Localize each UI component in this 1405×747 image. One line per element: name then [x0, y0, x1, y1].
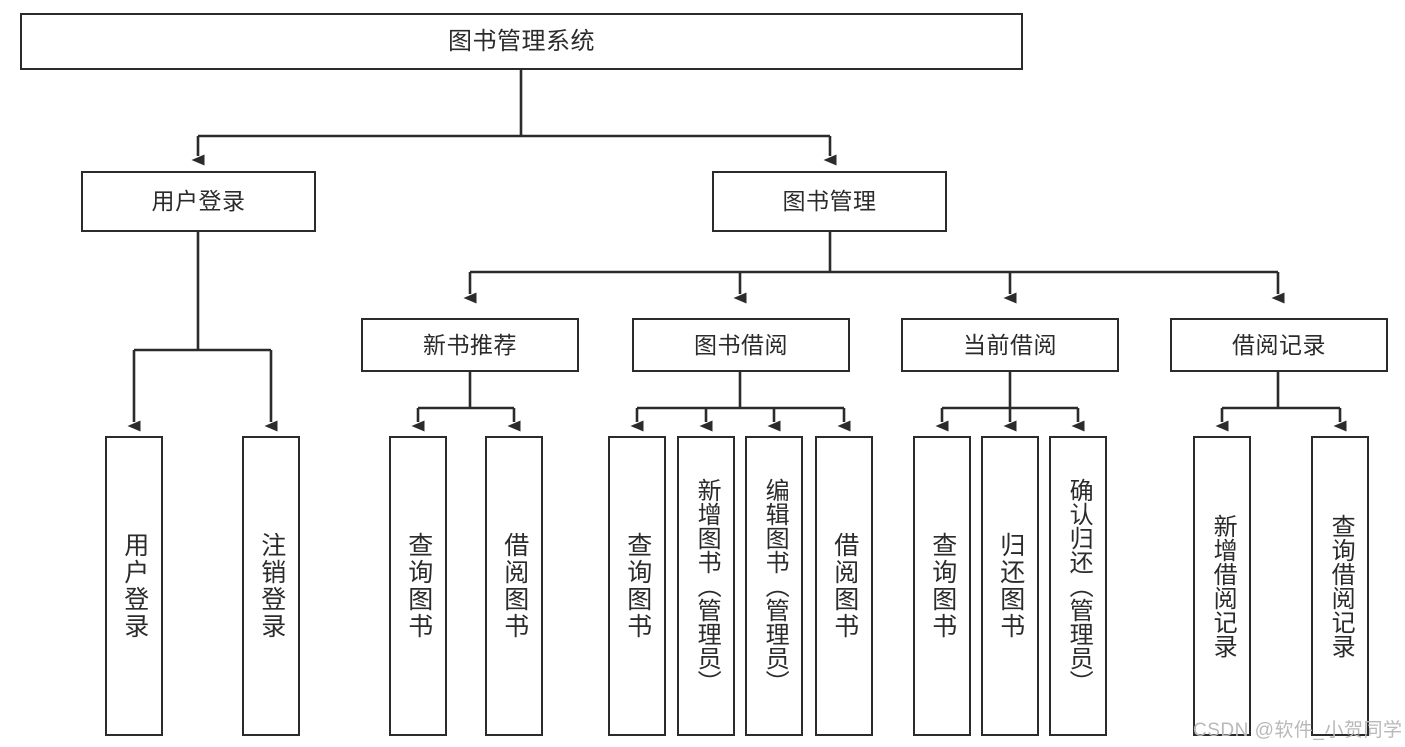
- node-label: 用户登录: [120, 532, 149, 640]
- node-label: 新增图书（管理员）: [693, 478, 721, 694]
- leaf-query-book-current[interactable]: 查询图书: [913, 436, 971, 736]
- node-label: 查询图书: [928, 532, 957, 640]
- leaf-add-book-admin[interactable]: 新增图书（管理员）: [677, 436, 735, 736]
- leaf-borrow-book[interactable]: 借阅图书: [815, 436, 873, 736]
- leaf-return-book[interactable]: 归还图书: [981, 436, 1039, 736]
- leaf-query-borrow-record[interactable]: 查询借阅记录: [1311, 436, 1369, 736]
- node-new-book-recommend[interactable]: 新书推荐: [361, 318, 579, 372]
- node-label: 借阅记录: [1232, 331, 1326, 358]
- node-borrow-record[interactable]: 借阅记录: [1170, 318, 1388, 372]
- leaf-query-book-borrow[interactable]: 查询图书: [608, 436, 666, 736]
- node-label: 图书管理: [782, 188, 877, 215]
- leaf-confirm-return-admin[interactable]: 确认归还（管理员）: [1049, 436, 1107, 736]
- leaf-add-borrow-record[interactable]: 新增借阅记录: [1193, 436, 1251, 736]
- node-label: 注销登录: [257, 532, 286, 640]
- node-label: 查询图书: [623, 532, 652, 640]
- node-label: 用户登录: [151, 188, 246, 215]
- node-label: 编辑图书（管理员）: [761, 478, 789, 694]
- leaf-edit-book-admin[interactable]: 编辑图书（管理员）: [745, 436, 803, 736]
- node-current-borrow[interactable]: 当前借阅: [901, 318, 1119, 372]
- node-book-management[interactable]: 图书管理: [712, 171, 947, 232]
- node-root-system[interactable]: 图书管理系统: [20, 13, 1023, 70]
- node-label: 当前借阅: [963, 331, 1057, 358]
- node-label: 新书推荐: [423, 331, 517, 358]
- node-label: 确认归还（管理员）: [1065, 478, 1093, 694]
- node-label: 图书借阅: [694, 331, 788, 358]
- node-label: 图书管理系统: [448, 27, 595, 55]
- node-label: 查询借阅记录: [1327, 514, 1355, 658]
- node-label: 借阅图书: [830, 532, 859, 640]
- csdn-watermark: CSDN @软件_小贺同学: [1193, 720, 1403, 741]
- leaf-user-login[interactable]: 用户登录: [105, 436, 163, 736]
- node-book-borrow[interactable]: 图书借阅: [632, 318, 850, 372]
- node-user-login[interactable]: 用户登录: [81, 171, 316, 232]
- node-label: 新增借阅记录: [1209, 514, 1237, 658]
- node-label: 查询图书: [404, 532, 433, 640]
- node-label: 归还图书: [996, 532, 1025, 640]
- node-label: 借阅图书: [500, 532, 529, 640]
- leaf-borrow-book-recommend[interactable]: 借阅图书: [485, 436, 543, 736]
- leaf-logout[interactable]: 注销登录: [242, 436, 300, 736]
- leaf-query-book-recommend[interactable]: 查询图书: [389, 436, 447, 736]
